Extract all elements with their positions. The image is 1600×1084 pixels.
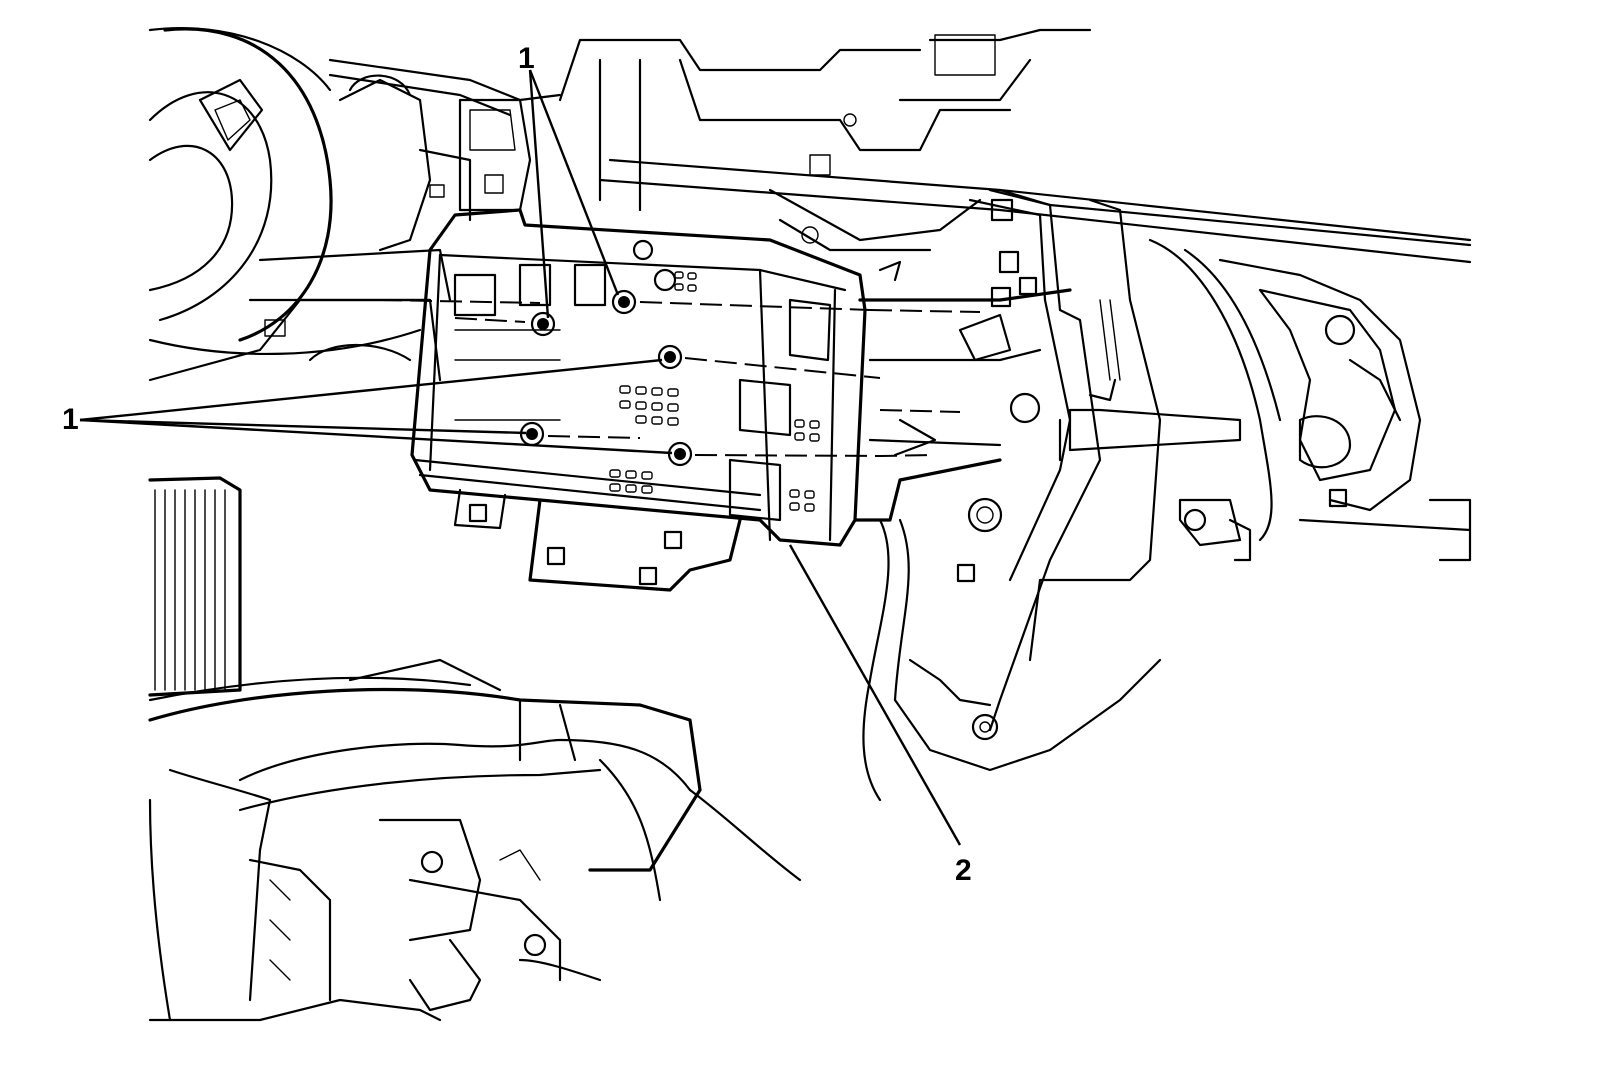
dash-upper-structure <box>328 28 1472 264</box>
leader-left-b <box>79 418 527 435</box>
fastener-c <box>657 344 683 370</box>
cross-car-beam <box>853 188 1242 802</box>
fastener-e <box>667 441 693 467</box>
left-bracket <box>148 74 532 382</box>
callout-fastener-left: 1 <box>62 403 79 436</box>
steering-wheel <box>148 26 422 356</box>
fastener-b <box>530 311 556 337</box>
leader-top-b <box>528 69 620 296</box>
body-control-module <box>410 208 867 592</box>
vent-slots <box>609 271 820 512</box>
fastener-a <box>611 289 637 315</box>
lower-left-vent <box>148 476 242 697</box>
leader-module <box>788 544 962 846</box>
leader-left-c <box>79 418 673 455</box>
center-console <box>148 658 802 1022</box>
callout-module: 2 <box>955 854 972 887</box>
leader-top-a <box>528 69 550 319</box>
fasteners <box>519 289 693 467</box>
right-structure <box>1088 238 1472 562</box>
callout-fastener-top: 1 <box>518 42 535 75</box>
leader-lines <box>79 69 962 846</box>
install-arrows <box>379 260 981 458</box>
leader-left-a <box>79 358 663 422</box>
